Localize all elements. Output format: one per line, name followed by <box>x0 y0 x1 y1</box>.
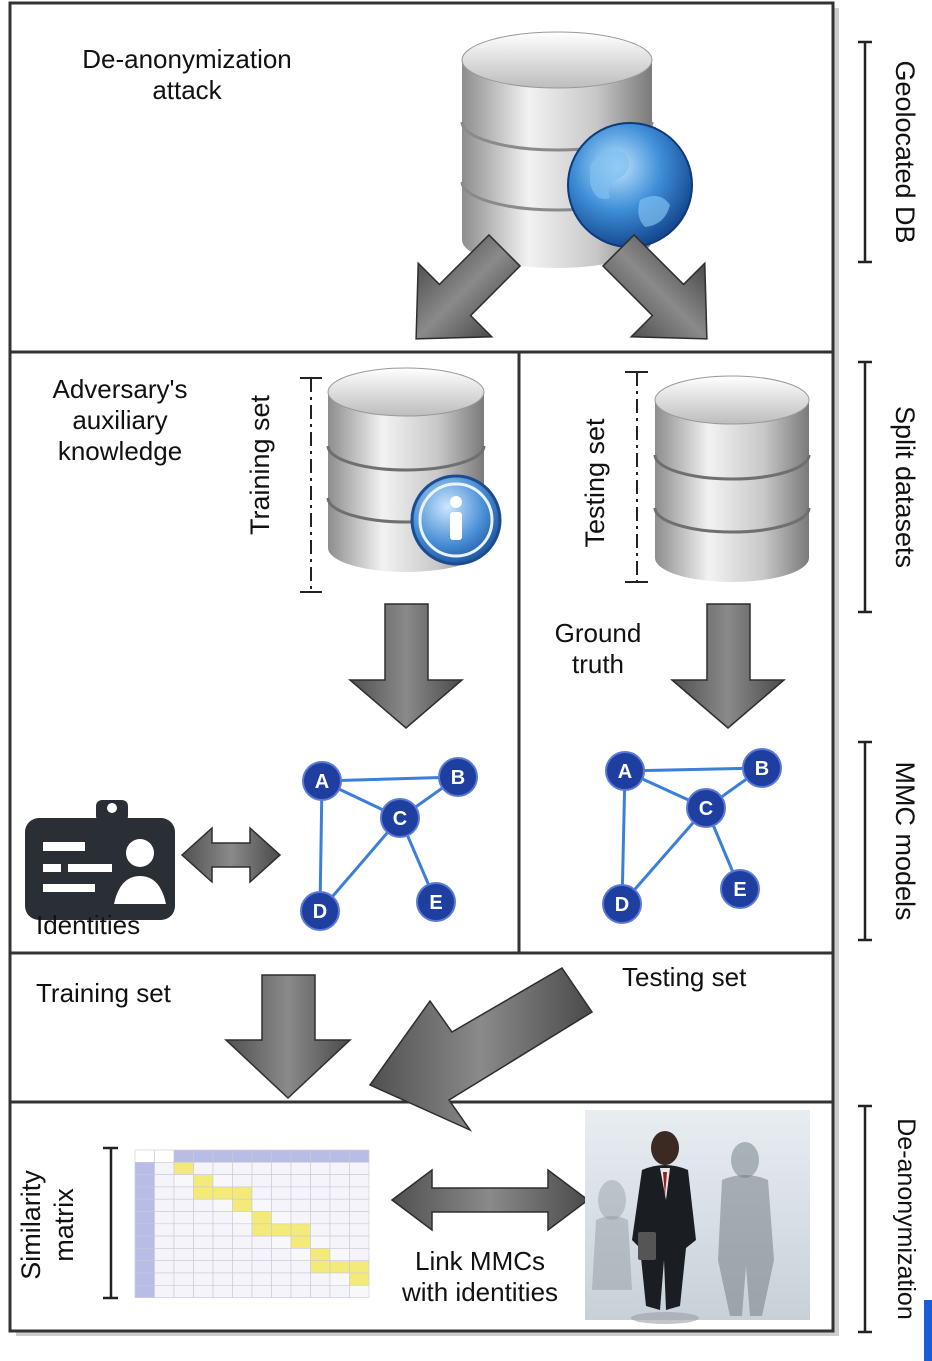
svg-text:D: D <box>313 901 327 923</box>
split-arrow-left <box>415 233 522 340</box>
similarity-line2: matrix <box>49 1188 79 1262</box>
link-label: Link MMCs with identities <box>370 1246 590 1308</box>
attack-title-line2: attack <box>152 75 222 106</box>
similarity-matrix <box>134 1149 370 1298</box>
graph-node: D <box>602 884 642 924</box>
attack-title: De-anonymization attack <box>52 44 322 106</box>
graph-node: E <box>416 882 456 922</box>
testing-merge-arrow-shape <box>368 967 594 1132</box>
similarity-matrix-label: Similarity matrix <box>15 1145 81 1305</box>
testing-down-arrow <box>669 603 787 729</box>
people-photo <box>585 1110 810 1324</box>
similarity-line1: Similarity <box>16 1170 46 1280</box>
svg-text:A: A <box>618 761 632 783</box>
svg-text:A: A <box>315 771 329 793</box>
aux-line2: auxiliary <box>72 405 168 436</box>
ground-truth-line1: Ground <box>554 618 642 648</box>
side-label-split-datasets: Split datasets <box>890 405 920 569</box>
svg-text:C: C <box>699 798 713 820</box>
graph-node: A <box>605 751 645 791</box>
graph-node: D <box>300 891 340 931</box>
matrix-cell <box>349 1285 370 1298</box>
training-down-arrow <box>347 603 465 729</box>
split-arrow-right <box>601 233 708 340</box>
graph-node: B <box>438 757 478 797</box>
ground-truth-label: Ground truth <box>528 618 668 680</box>
testing-graph-nodes: A B C D E <box>602 748 782 924</box>
testing-set-vertical-label: Testing set <box>580 418 610 548</box>
svg-text:C: C <box>393 808 407 830</box>
auxiliary-knowledge-label: Adversary's auxiliary knowledge <box>20 374 220 468</box>
graph-node: E <box>720 869 760 909</box>
ground-truth-line2: truth <box>571 649 625 680</box>
identity-badge-icon <box>25 800 175 920</box>
similarity-bracket <box>103 1146 118 1300</box>
side-label-mmc-models: MMC models <box>890 761 920 921</box>
aux-line3: knowledge <box>57 436 183 467</box>
training-graph-nodes: A B C D E <box>300 757 478 931</box>
merge-testing-set-label: Testing set <box>622 962 747 992</box>
link-line2: with identities <box>401 1277 559 1308</box>
link-line1: Link MMCs <box>414 1246 545 1276</box>
training-merge-arrow <box>224 974 352 1100</box>
graph-node: B <box>742 748 782 788</box>
identity-link-arrow <box>180 826 282 884</box>
aux-line1: Adversary's <box>52 374 188 404</box>
edge-accent-bar <box>924 1300 932 1361</box>
svg-text:D: D <box>615 894 629 916</box>
attack-title-line1: De-anonymization <box>82 44 292 74</box>
training-database-icon <box>326 367 502 572</box>
testing-database-icon <box>653 375 811 582</box>
database-globe-icon <box>460 31 693 268</box>
testing-set-bracket <box>625 371 648 583</box>
merge-training-set-label: Training set <box>36 978 171 1008</box>
svg-text:E: E <box>733 879 746 901</box>
training-set-bracket <box>300 377 322 593</box>
svg-text:B: B <box>755 758 769 780</box>
training-set-vertical-label: Training set <box>245 394 275 536</box>
graph-node: A <box>302 761 342 801</box>
svg-text:E: E <box>429 892 442 914</box>
side-brackets <box>858 40 872 1334</box>
identities-label: Identities <box>36 910 141 940</box>
graph-node: C <box>686 788 726 828</box>
side-label-deanonymization: De-anonymization <box>892 1118 920 1320</box>
svg-text:B: B <box>451 767 465 789</box>
graph-node: C <box>380 798 420 838</box>
side-label-geolocated-db: Geolocated DB <box>890 60 920 244</box>
